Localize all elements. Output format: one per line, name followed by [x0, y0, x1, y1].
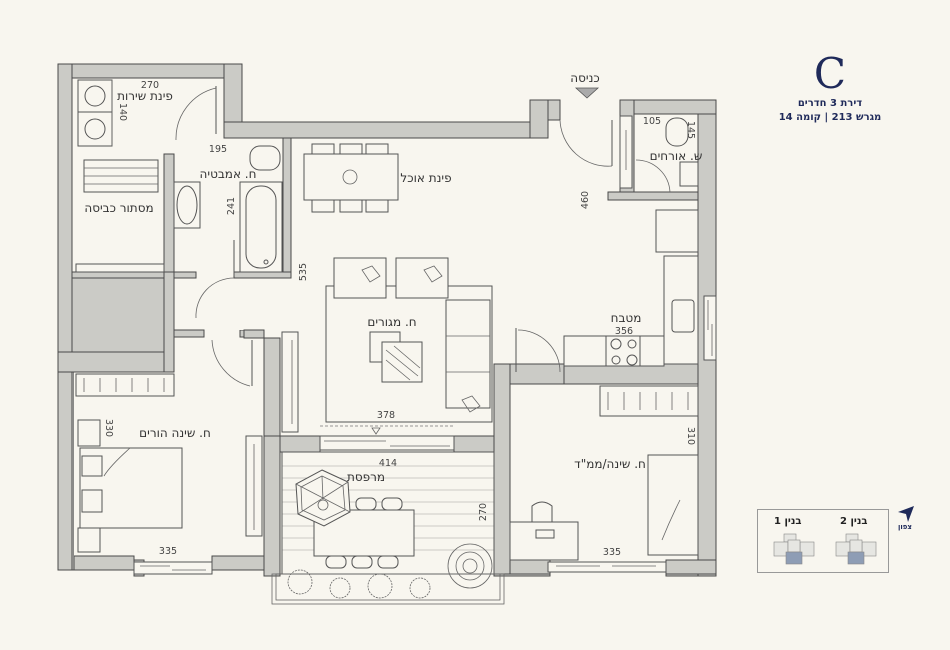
dim-balcony-width: 414 — [379, 458, 397, 469]
entrance-arrow-icon — [574, 87, 600, 99]
dim-master-width: 335 — [159, 546, 177, 557]
hall-closets — [245, 331, 299, 537]
label-master: ח. שינה הורים — [139, 426, 211, 440]
key-plan-buildings — [773, 533, 877, 565]
laundry-rack — [75, 159, 165, 273]
dim-bath-height: 241 — [226, 197, 237, 215]
lot-floor: מגרש 213 | קומה 14 — [778, 112, 882, 123]
dim-service-width: 270 — [141, 80, 159, 91]
balcony — [271, 451, 505, 605]
label-balcony: מרפסת — [347, 470, 385, 484]
dim-balcony-height: 270 — [478, 503, 489, 521]
dim-mamad-width: 335 — [603, 547, 621, 558]
label-laundry-closet: מסתור כביסה — [84, 201, 153, 215]
dim-master-height: 330 — [103, 419, 114, 437]
washer-dryer — [77, 79, 113, 147]
master-bed — [75, 373, 183, 553]
building-2-label: בנין 2 — [840, 516, 868, 527]
entrance-label: כניסה — [570, 71, 599, 85]
guest-wc-fixtures — [665, 117, 699, 187]
kitchen-fixtures — [563, 209, 699, 367]
north-arrow-icon — [898, 506, 914, 522]
label-bath: ח. אמבטיה — [200, 167, 257, 181]
dim-living-height: 535 — [298, 263, 309, 281]
label-service: פינת שירות — [117, 89, 173, 103]
building-1-icon — [773, 533, 815, 565]
dim-hall-height: 460 — [580, 191, 591, 209]
dim-guest-wc-width: 105 — [643, 116, 661, 127]
doors — [175, 86, 671, 387]
apartment-type: דירת 3 חדרים — [797, 98, 863, 109]
label-dining: פינת אוכל — [400, 171, 451, 185]
north-label: צפון — [898, 523, 912, 531]
label-mamad: ח. שינה/ממ"ד — [574, 457, 646, 471]
label-guest-wc: ש. אורחים — [650, 149, 703, 163]
dim-mamad-height: 310 — [685, 427, 696, 445]
label-kitchen: מטבח — [611, 311, 642, 325]
mamad-furniture — [509, 385, 699, 561]
dim-kitchen-width: 356 — [615, 326, 633, 337]
windows — [133, 115, 717, 575]
key-plan: בנין 2 בנין 1 — [757, 509, 889, 573]
room-labels: כניסה פינת שירות 270 195 ח. אמבטיה פינת … — [84, 71, 702, 558]
wall-edges — [57, 63, 717, 577]
apartment-letter: C — [813, 49, 847, 98]
vertical-dims: 140 241 145 535 460 330 270 310 — [103, 103, 696, 521]
dim-service-height: 140 — [117, 103, 128, 121]
building-1-label: בנין 1 — [774, 516, 802, 527]
living-furniture — [320, 257, 493, 435]
building-2-icon — [835, 533, 877, 565]
label-living: ח. מגורים — [367, 315, 416, 329]
dining-set — [303, 143, 399, 213]
dim-living-width: 378 — [377, 410, 395, 421]
dim-bath-width: 195 — [209, 144, 227, 155]
dim-guest-wc-height: 145 — [685, 121, 696, 139]
bathroom-fixtures — [173, 145, 283, 273]
